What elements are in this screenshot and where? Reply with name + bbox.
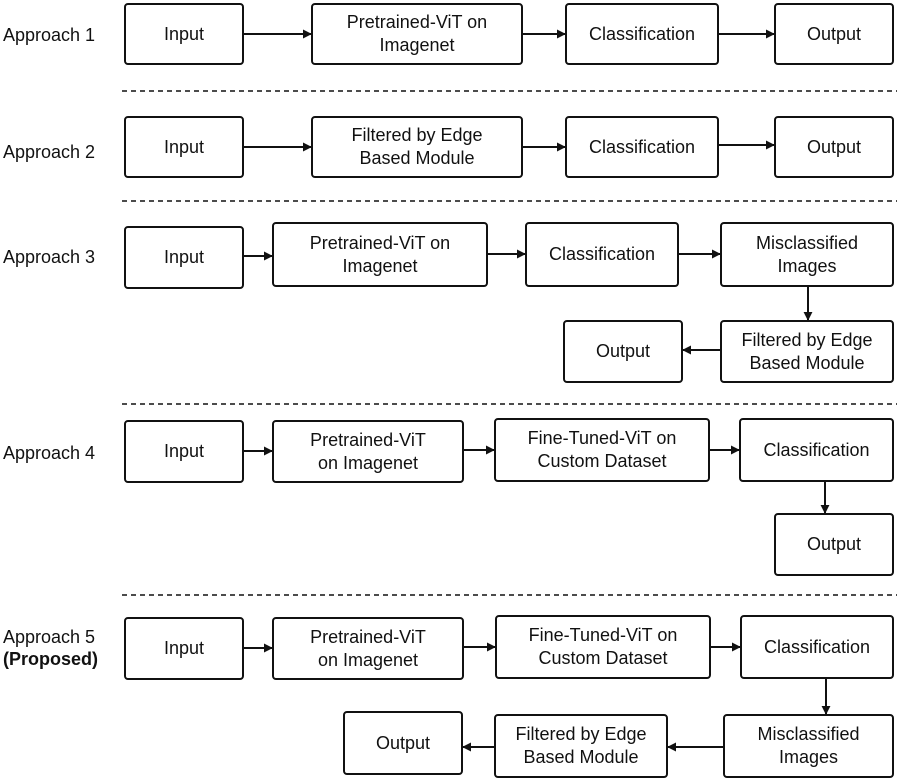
a1-input-text: Input xyxy=(163,23,205,44)
a3-input-text: Input xyxy=(163,247,205,267)
a4-input-box: Input xyxy=(124,420,244,483)
a3-misclassified-box: Misclassified Images xyxy=(720,222,894,287)
approach-3-title: Approach 3 xyxy=(3,247,96,267)
a5-misclassified-text: Misclassified Images xyxy=(757,724,860,767)
a5-output-text: Output xyxy=(375,732,431,753)
approach-2-label: Approach 2 xyxy=(3,141,95,163)
a2-classification-box: Classification xyxy=(565,116,719,178)
a3-output-box: Output xyxy=(563,320,683,383)
a5-finetuned-box: Fine-Tuned-ViT on Custom Dataset xyxy=(495,615,711,679)
a3-classification-text: Classification xyxy=(548,244,656,264)
approach-1-label: Approach 1 xyxy=(3,24,95,46)
a2-input-text: Input xyxy=(163,136,205,157)
a5-classification-text: Classification xyxy=(763,636,871,657)
approach-4-label: Approach 4 xyxy=(3,442,95,464)
approach-2-title: Approach 2 xyxy=(3,142,96,162)
a5-misclassified-box: Misclassified Images xyxy=(723,714,894,778)
a5-output-box: Output xyxy=(343,711,463,775)
a4-vit-text: Pretrained-ViT on Imagenet xyxy=(310,429,426,473)
a1-output-box: Output xyxy=(774,3,894,65)
approach-4-title: Approach 4 xyxy=(3,443,96,463)
a1-vit-text: Pretrained-ViT on Imagenet xyxy=(346,12,488,55)
a2-edge-box: Filtered by Edge Based Module xyxy=(311,116,523,178)
a5-edge-text: Filtered by Edge Based Module xyxy=(515,724,647,767)
approach-1-title: Approach 1 xyxy=(3,25,96,45)
a4-finetuned-text: Fine-Tuned-ViT on Custom Dataset xyxy=(527,428,677,471)
a3-vit-box: Pretrained-ViT on Imagenet xyxy=(272,222,488,287)
a4-output-box: Output xyxy=(774,513,894,576)
a5-vit-text: Pretrained-ViT on Imagenet xyxy=(310,626,426,670)
a5-classification-box: Classification xyxy=(740,615,894,679)
a4-vit-box: Pretrained-ViT on Imagenet xyxy=(272,420,464,483)
a1-input-box: Input xyxy=(124,3,244,65)
a4-finetuned-box: Fine-Tuned-ViT on Custom Dataset xyxy=(494,418,710,482)
a4-input-text: Input xyxy=(163,441,205,461)
a3-output-text: Output xyxy=(595,341,651,361)
a2-input-box: Input xyxy=(124,116,244,178)
a1-classification-text: Classification xyxy=(588,23,696,44)
a2-output-text: Output xyxy=(806,136,862,157)
a2-classification-text: Classification xyxy=(588,136,696,157)
a3-input-box: Input xyxy=(124,226,244,289)
approach-3-label: Approach 3 xyxy=(3,246,95,268)
a4-output-text: Output xyxy=(806,534,862,554)
approach-5-label: Approach 5 (Proposed) xyxy=(3,626,98,670)
a2-output-box: Output xyxy=(774,116,894,178)
a1-vit-box: Pretrained-ViT on Imagenet xyxy=(311,3,523,65)
a4-classification-box: Classification xyxy=(739,418,894,482)
a1-classification-box: Classification xyxy=(565,3,719,65)
a5-vit-box: Pretrained-ViT on Imagenet xyxy=(272,617,464,680)
a3-edge-text: Filtered by Edge Based Module xyxy=(741,329,873,373)
a4-classification-text: Classification xyxy=(763,439,870,460)
a3-edge-box: Filtered by Edge Based Module xyxy=(720,320,894,383)
a5-input-text: Input xyxy=(163,638,205,658)
approach-5-title: Approach 5 xyxy=(3,627,96,647)
a3-vit-text: Pretrained-ViT on Imagenet xyxy=(309,232,451,276)
a2-edge-text: Filtered by Edge Based Module xyxy=(351,125,483,168)
a5-input-box: Input xyxy=(124,617,244,680)
a5-finetuned-text: Fine-Tuned-ViT on Custom Dataset xyxy=(528,625,678,668)
approach-5-proposed-tag: (Proposed) xyxy=(3,649,99,669)
a3-classification-box: Classification xyxy=(525,222,679,287)
a5-edge-box: Filtered by Edge Based Module xyxy=(494,714,668,778)
a1-output-text: Output xyxy=(806,23,862,44)
a3-misclassified-text: Misclassified Images xyxy=(755,232,859,276)
